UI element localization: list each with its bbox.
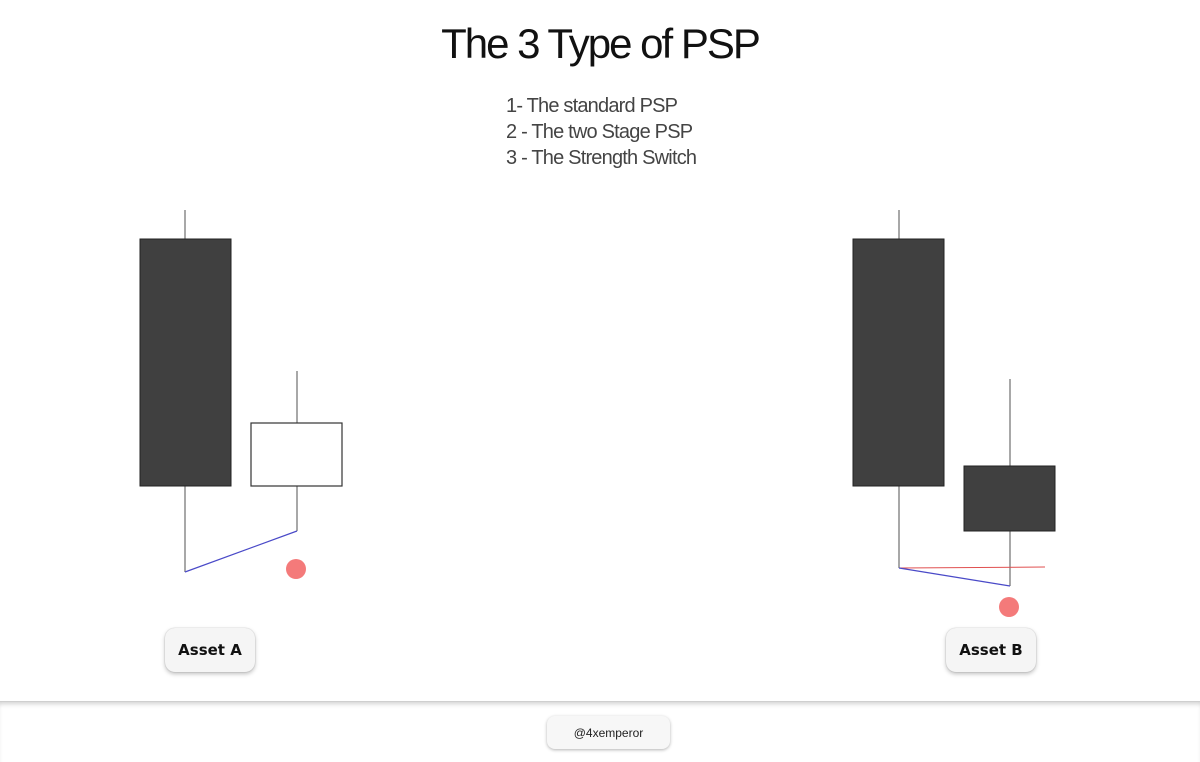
psp-type-item: 2 - The two Stage PSP: [506, 121, 693, 143]
asset-b-group: [852, 210, 1056, 617]
psp-type-item: 3 - The Strength Switch: [506, 147, 697, 169]
asset-a-candle-2-body: [250, 422, 343, 487]
asset-b-signal-dot: [999, 597, 1019, 617]
psp-type-list: 1- The standard PSP 2 - The two Stage PS…: [506, 93, 697, 171]
author-handle-button[interactable]: @4xemperor: [547, 716, 670, 749]
asset-a-divergence-line: [184, 530, 298, 573]
psp-type-item: 1- The standard PSP: [506, 95, 678, 117]
asset-a-signal-dot: [286, 559, 306, 579]
asset-b-button[interactable]: Asset B: [946, 628, 1036, 672]
psp-diagram: [139, 210, 1056, 617]
asset-a-group: [139, 210, 343, 579]
page-title: The 3 Type of PSP: [441, 20, 761, 67]
asset-b-reference-line: [898, 566, 1046, 569]
asset-b-candle-2-body: [963, 465, 1056, 532]
asset-a-button[interactable]: Asset A: [165, 628, 255, 672]
asset-a-candle-1-body: [139, 238, 232, 487]
asset-b-candle-1-body: [852, 238, 945, 487]
footer-bar: @4xemperor: [0, 701, 1200, 762]
asset-b-divergence-line: [898, 567, 1011, 587]
